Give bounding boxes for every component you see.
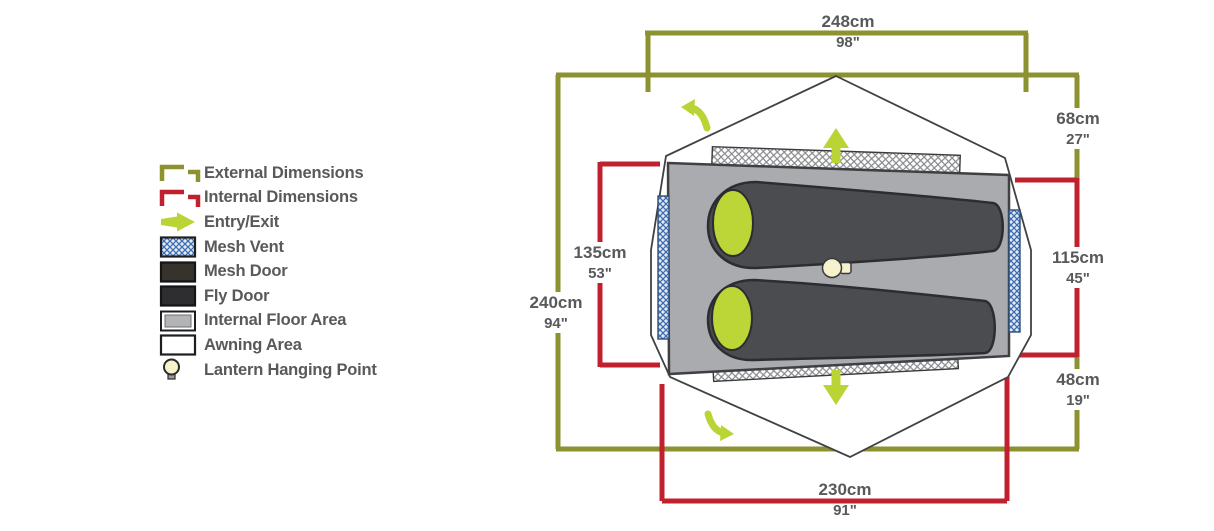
legend-label: Awning Area (204, 335, 302, 354)
internal-length-bracket (659, 372, 1010, 504)
measurement-internal-length: 230cm 91" (818, 480, 872, 519)
fly-door-swatch (158, 284, 204, 308)
external-width-box (555, 72, 1080, 452)
measurement-external-width: 240cm 94" (525, 292, 587, 333)
legend-item-fly-door: Fly Door (158, 284, 377, 309)
legend-item-internal-floor-area: Internal Floor Area (158, 309, 377, 334)
measurement-external-length: 248cm 98" (821, 12, 875, 51)
legend-item-entry-exit: Entry/Exit (158, 210, 377, 235)
sleeping-bag-bottom (706, 278, 996, 362)
mesh-vent-right (1008, 209, 1021, 333)
lantern-icon (158, 358, 204, 382)
lantern-hanging-point-icon (821, 257, 852, 279)
entry-exit-arrow-top (823, 128, 849, 163)
external-bracket-icon (158, 161, 204, 185)
entry-exit-arrow-icon (158, 210, 204, 234)
legend: External Dimensions Internal Dimensions … (158, 161, 377, 382)
legend-item-awning-area: Awning Area (158, 333, 377, 358)
legend-label: External Dimensions (204, 163, 364, 182)
measurement-front-awning-depth: 68cm 27" (1052, 108, 1104, 149)
legend-item-external-dimensions: External Dimensions (158, 161, 377, 186)
internal-bracket-icon (158, 186, 204, 210)
legend-label: Mesh Door (204, 262, 288, 281)
legend-label: Fly Door (204, 286, 270, 305)
legend-label: Internal Dimensions (204, 188, 358, 207)
legend-label: Entry/Exit (204, 212, 280, 231)
legend-label: Mesh Vent (204, 237, 284, 256)
legend-item-mesh-vent: Mesh Vent (158, 235, 377, 260)
sleeping-bag-top-hood (712, 189, 754, 257)
mesh-door-swatch (158, 260, 204, 284)
legend-label: Lantern Hanging Point (204, 360, 377, 379)
awning-swatch (158, 333, 204, 357)
sleeping-bag-top (706, 180, 1004, 270)
measurement-internal-width: 135cm 53" (569, 242, 631, 283)
fly-door-arrow-bottom-left (704, 410, 734, 441)
external-length-bracket (645, 30, 1029, 92)
legend-item-lantern-hanging-point: Lantern Hanging Point (158, 358, 377, 383)
measurement-rear-awning-depth: 48cm 19" (1052, 369, 1104, 410)
sleeping-bag-bottom-hood (711, 285, 753, 351)
legend-item-mesh-door: Mesh Door (158, 259, 377, 284)
mesh-vent-swatch (158, 235, 204, 259)
measurement-door-width: 115cm 45" (1048, 247, 1108, 288)
legend-item-internal-dimensions: Internal Dimensions (158, 186, 377, 211)
entry-exit-arrow-bottom (823, 370, 849, 405)
fly-door-arrow-top-left (681, 99, 711, 132)
legend-label: Internal Floor Area (204, 311, 347, 330)
mesh-vent-left (657, 195, 670, 340)
internal-floor-swatch (158, 309, 204, 333)
